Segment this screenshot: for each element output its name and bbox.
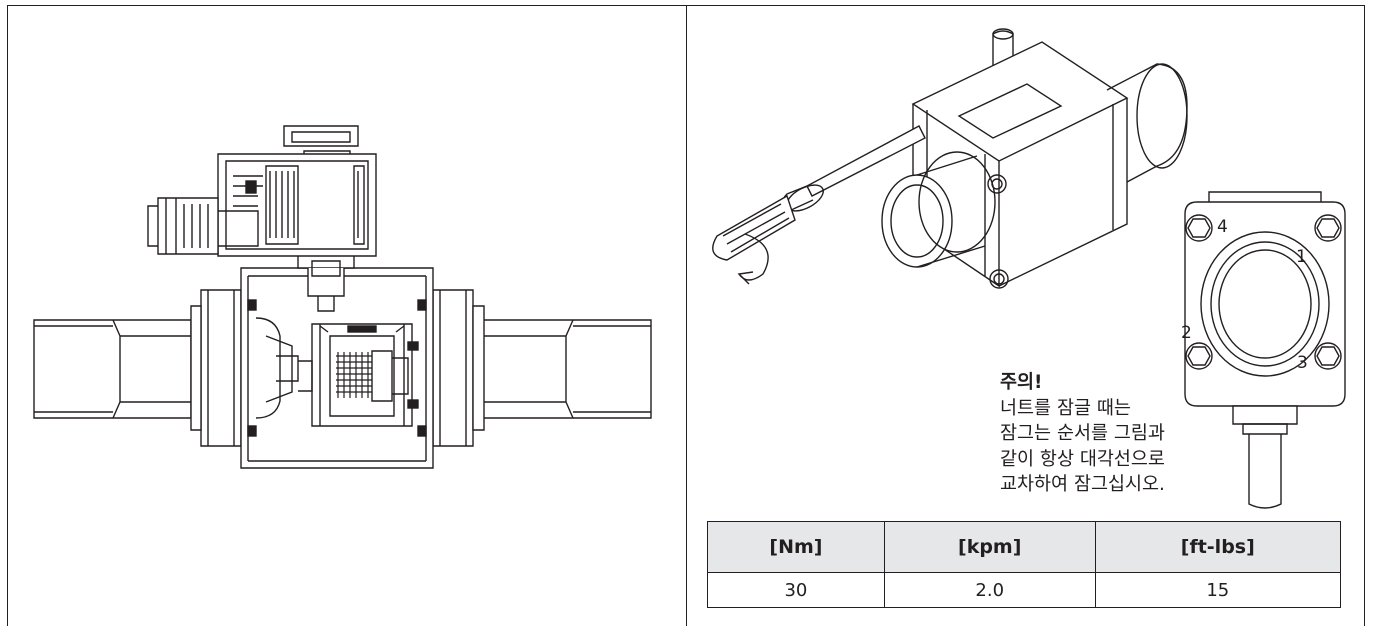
bolt-order-label: 1 bbox=[1296, 247, 1307, 267]
valve-cross-section-panel bbox=[8, 6, 686, 626]
bolt-order-label: 3 bbox=[1297, 353, 1308, 373]
valve-cross-section-drawing bbox=[33, 125, 652, 469]
torque-value-row: 30 2.0 15 bbox=[707, 572, 1342, 608]
right-flange bbox=[432, 289, 485, 447]
torque-header-cell: [ft-lbs] bbox=[1094, 521, 1342, 573]
torque-value-cell: 15 bbox=[1094, 572, 1342, 608]
torque-table: [Nm] [kpm] [ft-lbs] 30 2.0 15 bbox=[707, 521, 1342, 608]
panel-divider bbox=[686, 5, 687, 626]
connector-plug bbox=[147, 197, 259, 255]
isometric-valve-body bbox=[881, 41, 1188, 289]
torque-wrench bbox=[712, 125, 926, 285]
torque-value-cell: 30 bbox=[707, 572, 885, 608]
caution-title: 주의! bbox=[1000, 372, 1043, 393]
torque-value-cell: 2.0 bbox=[883, 572, 1096, 608]
caution-line: 너트를 잠글 때는 bbox=[1000, 397, 1131, 419]
valve-body bbox=[240, 267, 434, 469]
flange-face-view bbox=[1184, 191, 1346, 509]
left-flange bbox=[190, 289, 242, 447]
left-pipe bbox=[33, 319, 192, 419]
torque-header-cell: [kpm] bbox=[883, 521, 1096, 573]
installation-panel: 4 1 2 3 bbox=[687, 6, 1364, 626]
right-pipe bbox=[477, 319, 652, 419]
torque-header-row: [Nm] [kpm] [ft-lbs] bbox=[707, 521, 1342, 573]
coil-housing bbox=[217, 125, 377, 257]
caution-note: 주의! 너트를 잠글 때는 잠그는 순서를 그림과 같이 항상 대각선으로 교차… bbox=[1000, 370, 1165, 498]
caution-line: 같이 항상 대각선으로 bbox=[1000, 448, 1165, 470]
bolt-order-label: 2 bbox=[1181, 323, 1192, 343]
caution-line: 교차하여 잠그십시오. bbox=[1000, 474, 1165, 495]
valve-isometric-drawing: 4 1 2 3 bbox=[712, 28, 1346, 509]
bolt-order-label: 4 bbox=[1217, 217, 1228, 237]
torque-header-cell: [Nm] bbox=[707, 521, 885, 573]
caution-line: 잠그는 순서를 그림과 bbox=[1000, 423, 1165, 444]
